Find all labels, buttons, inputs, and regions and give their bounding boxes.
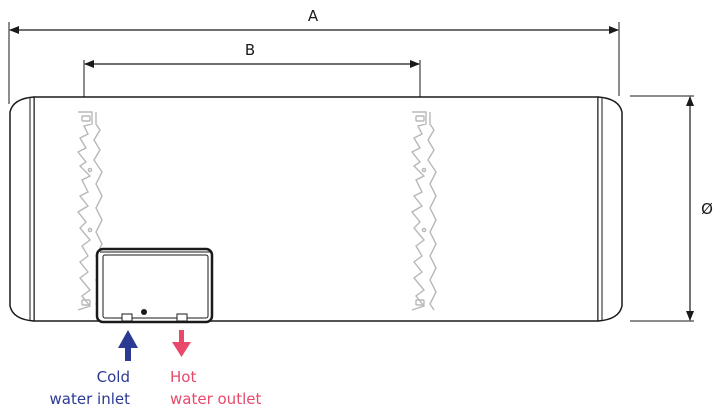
hot-outlet-port — [176, 313, 188, 322]
control-box — [95, 247, 214, 324]
cold-inlet-label-line2: water inlet — [50, 390, 131, 408]
cold-inlet-arrow — [118, 330, 138, 361]
hot-outlet-arrow — [172, 330, 191, 357]
cold-inlet-label-line1: Cold — [97, 368, 130, 386]
hot-outlet-label-line2: water outlet — [170, 390, 261, 408]
cold-inlet-port — [121, 313, 133, 322]
indicator-dot — [141, 309, 147, 315]
mounting-bracket-right — [410, 111, 437, 311]
left-end-cap — [9, 96, 35, 322]
dimension-b-label: B — [245, 41, 255, 59]
dimension-a: A — [8, 7, 620, 104]
dimension-diameter-label: Ø — [701, 200, 713, 218]
dimension-diameter: Ø — [630, 95, 713, 322]
right-end-cap — [597, 96, 623, 322]
dimension-a-label: A — [308, 7, 319, 25]
hot-outlet-label-line1: Hot — [170, 368, 196, 386]
